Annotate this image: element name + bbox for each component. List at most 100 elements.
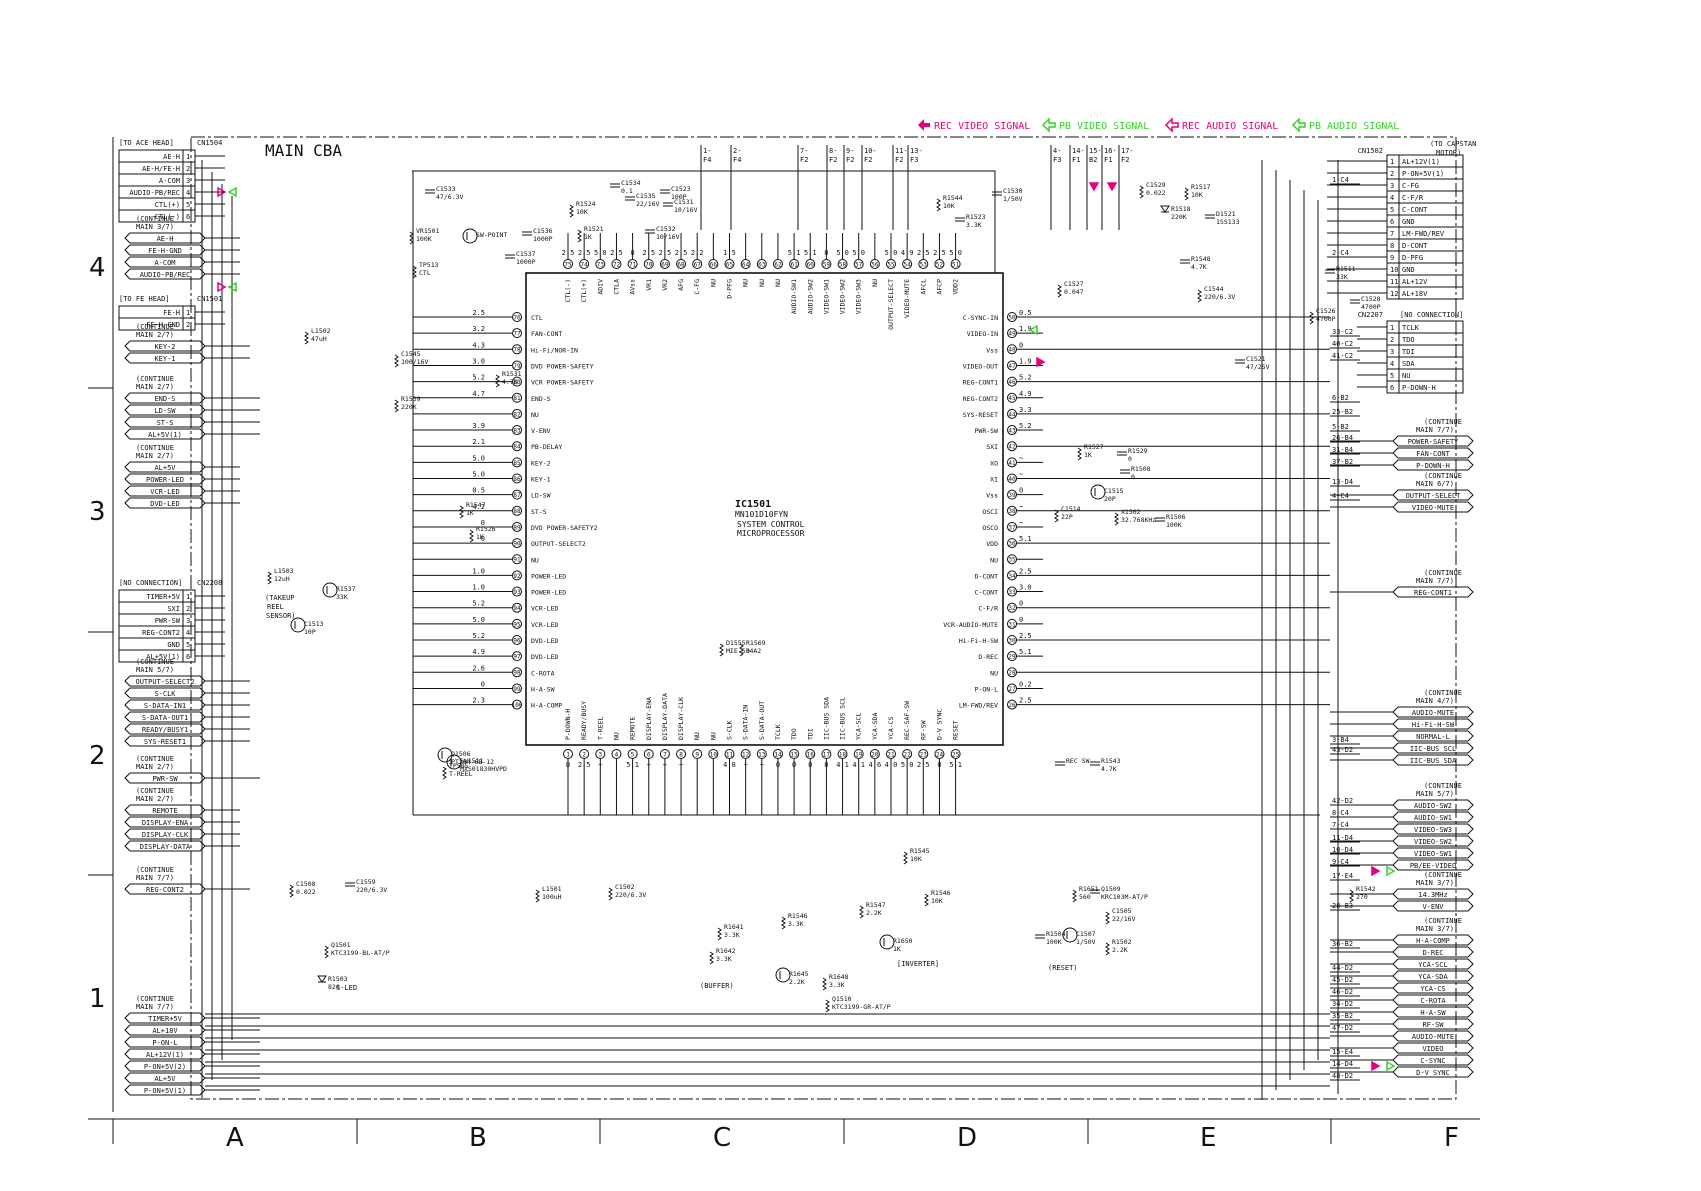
pin-name: D-CONT [975,572,999,580]
component-value: 4700P [1316,315,1336,323]
resistor-zigzag [1139,185,1144,199]
port-label: AL+5V [154,1075,176,1083]
pin-number: 24 [936,752,944,759]
pin-number-circle [869,259,880,269]
pin-voltage: ~ [663,761,667,769]
pin-name: VIDEO-OUT [963,362,998,370]
pin-number: 64 [742,262,750,269]
connector-pin-name: AL+18V [1402,290,1428,298]
pin-voltage: 1.0 [472,567,485,575]
port-label: RF-SW [1422,1021,1444,1029]
continue-note: MAIN 6/7) [1416,480,1454,488]
port-label: A-COM [154,259,175,267]
component-ref: TP513 [419,261,439,269]
connector-ref: CN2208 [197,579,222,587]
pin-number-circle [1007,376,1017,387]
pin-number-circle [805,749,816,759]
pin-number-circle [805,259,816,269]
port-outline [124,1036,206,1048]
continue-note: (CONTINUE [136,995,174,1003]
connector-title: [TO ACE HEAD] [119,139,174,147]
pin-name: AFCL [919,279,927,295]
port-display-ena: DISPLAY-ENA [124,816,206,828]
pin-number: 34 [1008,573,1016,580]
pin-number-circle [1007,554,1017,565]
continue-note: MAIN 4/7) [1416,697,1454,705]
audio-pb-rec-pb-arrow-icon [227,186,237,198]
pin-voltage: 2.2 [691,249,704,257]
pin-number-circle [1007,489,1017,500]
col-label-b: B [469,1123,487,1153]
continue-note: MAIN 2/7) [136,383,174,391]
component-value: 2.2K [866,909,882,917]
component-value: 10/16V [656,233,680,241]
connector-pin-number: 2 [186,321,190,329]
reference-tag: 34-D2 [1332,1000,1353,1008]
component-value: 820 [328,983,340,991]
pin-number-circle [579,259,590,269]
port-label: AL+12V(1) [146,1051,184,1059]
component-value: 3.3K [724,931,740,939]
pin-number: 9 [695,752,699,759]
connector-pin-number: 10 [1390,266,1398,274]
pin-name: REC-SAF-SW [903,701,911,740]
pin-number: 58 [839,262,847,269]
pin-voltage: 2.5 [933,249,946,257]
component-ref: R1542 [1356,885,1376,893]
pin-name: VCR-AUDIO-MUTE [943,621,998,629]
pin-number: 78 [513,347,521,354]
port-outline [124,497,206,509]
pin-name: NU [990,669,998,677]
transistor-body [290,617,306,633]
pin-voltage: 2.5 [610,249,623,257]
port-d-v-sync: D-V SYNC [1392,1066,1474,1078]
pin-voltage: 4.1 [836,761,849,769]
pin-number-circle [595,749,606,759]
pin-number: 52 [936,262,944,269]
component-value: 1000P [533,235,553,243]
port-h-a-comp: H-A-COMP [1392,934,1474,946]
component-ref: C1535 [636,192,656,200]
pin-name: DISPLAY-ENA [645,697,653,740]
reference-tag: 48-D2 [1332,1072,1353,1080]
pin-number-circle [950,749,961,759]
port-label: KEY-1 [154,355,175,363]
pin-name: YCA-SDA [871,713,879,740]
component-value: KTC3199-GR-AT/P [832,1003,891,1011]
component-ref: C1507 [1076,930,1096,938]
pin-voltage: 5.0 [594,249,607,257]
port-label: REG-CONT1 [1414,589,1452,597]
port-audio-sw1: AUDIO-SW1 [1392,811,1474,823]
component-ref: C1532 [656,225,676,233]
pin-name: H-A-COMP [531,702,562,710]
pin-number: 69 [661,262,669,269]
rec-video-legend-label: REC VIDEO SIGNAL [934,121,1030,132]
pin-number: 97 [513,654,521,661]
pin-number-circle [512,328,522,339]
rec-video-legend: REC VIDEO SIGNAL [918,119,1030,132]
port-d-rec: D-REC [1392,946,1474,958]
port-label: D-REC [1422,949,1443,957]
connector-title: MOTOR) [1436,149,1461,157]
port-yca-scl: YCA-SCL [1392,958,1474,970]
resistor-zigzag [394,354,399,368]
resistor-zigzag [1057,284,1062,298]
component-ref: R1518 [1171,205,1191,213]
reference-tag: 4-C4 [1332,492,1349,500]
reference-tag: 42-D2 [1332,797,1353,805]
pin-number-circle [1007,392,1017,403]
pin-voltage: 4.8 [723,761,736,769]
pin-number: 22 [904,752,912,759]
component-ref: C1514 [1061,505,1081,513]
pin-number-circle [512,457,522,468]
port-audio-sw2: AUDIO-SW2 [1392,799,1474,811]
